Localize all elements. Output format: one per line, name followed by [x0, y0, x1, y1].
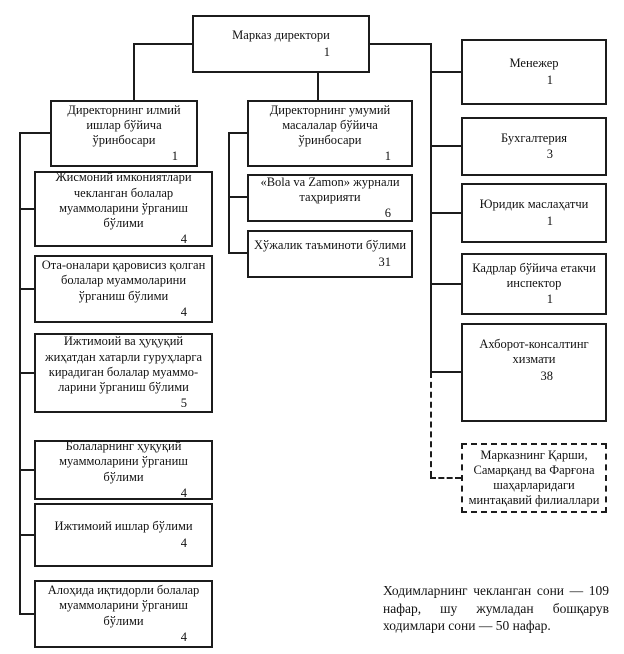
org-node-manager: Менежер 1 — [461, 39, 607, 105]
connector-right-spine — [430, 43, 432, 372]
connector-stub-center-deputy — [228, 132, 247, 134]
org-node-director: Марказ директори 1 — [192, 15, 370, 73]
connector-stub-info-consulting — [430, 371, 461, 373]
org-node-label: Директорнинг илмий ишлар бўйича ўринбоса… — [67, 102, 181, 148]
org-node-count: 1 — [546, 72, 553, 87]
org-node-label: Жисмоний имкониятлари чекланган болалар … — [55, 170, 192, 231]
org-node-label: Директорнинг умумий масалалар бўйича ўри… — [269, 102, 391, 148]
connector-stub-legal-advisor — [430, 212, 461, 214]
org-node-info-consulting: Ахборот-консалтинг хизмати 38 — [461, 323, 607, 422]
org-node-count: 1 — [384, 149, 391, 164]
org-node-household-supply: Хўжалик таъминоти бўлими 31 — [247, 230, 413, 278]
connector-stub-left-dept-1 — [19, 208, 34, 210]
org-node-count: 4 — [180, 535, 187, 550]
org-node-label: Марказ директори — [232, 28, 330, 43]
org-node-label: Ижтимоий ишлар бўлими — [54, 519, 193, 534]
org-node-count: 4 — [180, 629, 187, 644]
staff-count-note: Ходимларнинг чекланган сони — 109 нафар,… — [383, 583, 609, 634]
org-node-count: 4 — [180, 485, 187, 500]
org-node-deputy-science: Директорнинг илмий ишлар бўйича ўринбоса… — [50, 100, 198, 167]
connector-stub-household — [228, 252, 247, 254]
connector-dashed-to-regional-h — [430, 477, 461, 479]
org-node-count: 4 — [180, 304, 187, 319]
org-node-label: Алоҳида иқтидорли болалар муаммоларини ў… — [47, 583, 200, 628]
org-node-count: 3 — [546, 147, 553, 161]
connector-director-to-center-deputy — [317, 72, 319, 100]
org-node-accounting: Бухгалтерия 3 — [461, 117, 607, 176]
org-node-label: Марказнинг Қарши, Самарқанд ва Фарғона ш… — [468, 447, 600, 508]
org-node-count: 4 — [180, 232, 187, 247]
org-node-dept-legal-problems: Болаларнинг ҳуқуқий муаммоларини ўрганиш… — [34, 439, 213, 500]
connector-director-to-right-spine — [370, 43, 430, 45]
org-node-label: Менежер — [509, 56, 559, 71]
org-node-dept-at-risk-children: Ижтимоий ва ҳуқуқий жиҳатдан хатарли гур… — [34, 333, 213, 413]
org-node-count: 38 — [540, 368, 554, 383]
connector-stub-left-dept-3 — [19, 372, 34, 374]
connector-stub-left-deputy — [19, 132, 50, 134]
org-node-dept-gifted-children: Алоҳида иқтидорли болалар муаммоларини ў… — [34, 580, 213, 648]
org-node-journal-editorial: «Bola va Zamon» журнали таҳририяти 6 — [247, 174, 413, 222]
org-node-label: «Bola va Zamon» журнали таҳририяти — [260, 174, 400, 204]
org-node-label: Ижтимоий ва ҳуқуқий жиҳатдан хатарли гур… — [44, 334, 203, 395]
org-node-dept-social-work: Ижтимоий ишлар бўлими 4 — [34, 503, 213, 567]
org-node-legal-advisor: Юридик маслаҳатчи 1 — [461, 183, 607, 243]
connector-stub-manager — [430, 71, 461, 73]
org-node-dept-parentless-children: Ота-оналари қаровисиз қолган болалар муа… — [34, 255, 213, 323]
connector-stub-accounting — [430, 145, 461, 147]
connector-director-to-left-deputy-h — [133, 43, 192, 45]
connector-stub-hr-inspector — [430, 283, 461, 285]
connector-stub-journal — [228, 196, 247, 198]
org-node-count: 6 — [384, 206, 391, 221]
org-node-deputy-general: Директорнинг умумий масалалар бўйича ўри… — [247, 100, 413, 167]
connector-stub-left-dept-5 — [19, 534, 34, 536]
org-node-label: Кадрлар бўйича етакчи инспектор — [472, 260, 596, 290]
org-node-hr-inspector: Кадрлар бўйича етакчи инспектор 1 — [461, 253, 607, 315]
org-node-label: Болаларнинг ҳуқуқий муаммоларини ўрганиш… — [59, 439, 188, 484]
org-node-count: 1 — [546, 292, 553, 307]
org-node-regional-branches: Марказнинг Қарши, Самарқанд ва Фарғона ш… — [461, 443, 607, 513]
org-node-count: 1 — [323, 44, 330, 59]
org-node-dept-disabled-children: Жисмоний имкониятлари чекланган болалар … — [34, 170, 213, 247]
org-node-label: Ахборот-консалтинг хизмати — [479, 337, 589, 367]
org-node-label: Хўжалик таъминоти бўлими — [253, 238, 407, 253]
connector-dashed-to-regional-v — [430, 372, 432, 477]
connector-center-spine — [228, 132, 230, 254]
connector-stub-left-dept-6 — [19, 613, 34, 615]
org-node-count: 5 — [180, 396, 187, 411]
org-node-count: 1 — [546, 213, 553, 228]
org-node-count: 1 — [171, 149, 178, 164]
org-node-label: Юридик маслаҳатчи — [479, 197, 589, 212]
connector-stub-left-dept-4 — [19, 469, 34, 471]
org-node-label: Бухгалтерия — [500, 130, 568, 145]
connector-director-to-left-deputy-v — [133, 43, 135, 100]
connector-stub-left-dept-2 — [19, 288, 34, 290]
org-node-count: 31 — [378, 254, 392, 269]
org-node-label: Ота-оналари қаровисиз қолган болалар муа… — [41, 258, 206, 303]
